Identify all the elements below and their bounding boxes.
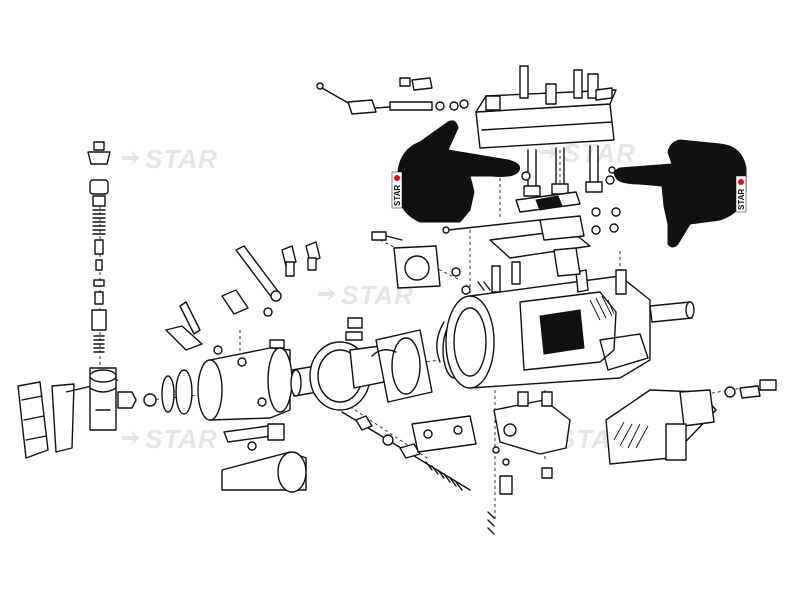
pointing-hand-right: STAR [614,139,747,248]
pointing-hand-left: STAR [391,120,521,223]
delivery-valve-row [515,145,621,217]
hand-badge-text: STAR [737,189,746,210]
hand-badge-dot [394,175,400,181]
small-hardware-left [165,241,321,355]
cam-plate-bracket [371,215,619,277]
watermark-text: STAR [145,144,218,174]
governor-housing-cylinder [161,347,293,421]
hand-badge-text: STAR [393,185,402,206]
gasket-plate [411,415,477,453]
main-pump-body [436,261,695,389]
lower-left-parts [221,423,307,493]
watermark-bottom-left: STAR [122,424,218,454]
left-delivery-valve-stack [87,141,111,353]
left-mounting-bracket [17,367,157,459]
star-logo-icon [391,171,403,209]
watermark-top-left: STAR [122,144,218,174]
lower-yoke-bracket [487,391,571,535]
pointing-hand-icon [397,120,521,223]
right-governor-housing [605,379,777,465]
watermark-text: STAR [145,424,218,454]
pointing-hand-icon [614,139,747,248]
lower-center-spring-rod [341,411,471,491]
drive-shaft-assembly [290,317,468,411]
hand-badge-dot [738,179,744,185]
top-cover-assembly [316,65,617,149]
square-flange [393,245,471,295]
star-logo-icon [735,175,747,213]
